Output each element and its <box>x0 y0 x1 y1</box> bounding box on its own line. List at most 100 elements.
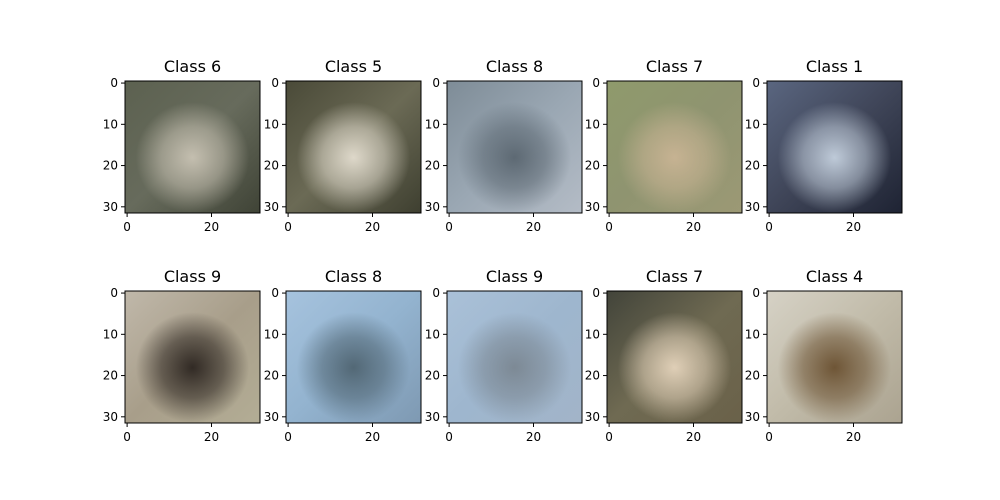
y-tick-label: 20 <box>425 159 440 173</box>
y-tick-label: 30 <box>264 410 279 424</box>
y-tick-label: 10 <box>425 327 440 341</box>
image-blob <box>607 291 742 423</box>
axes-frame <box>285 80 422 214</box>
y-tick-label: 10 <box>425 117 440 131</box>
y-tick-label: 0 <box>110 76 118 90</box>
x-tick-label: 20 <box>846 220 861 234</box>
y-tick-label: 30 <box>103 410 118 424</box>
x-tick-label: 20 <box>686 430 701 444</box>
axes-frame <box>285 290 422 424</box>
y-tick-label: 20 <box>585 159 600 173</box>
y-tick-label: 30 <box>264 200 279 214</box>
y-tick-label: 0 <box>432 76 440 90</box>
x-tick-label: 0 <box>605 430 613 444</box>
image-blob <box>125 291 260 423</box>
axes-frame <box>766 290 903 424</box>
subplot-title: Class 9 <box>486 267 543 286</box>
axes-frame <box>124 80 261 214</box>
subplot: Class 5 0 20 0 10 20 30 <box>264 57 422 234</box>
y-tick-label: 10 <box>585 327 600 341</box>
subplot: Class 7 0 20 0 10 20 30 <box>585 267 743 444</box>
subplot-title: Class 8 <box>486 57 543 76</box>
image-blob <box>767 291 902 423</box>
y-tick-label: 0 <box>271 76 279 90</box>
y-tick-label: 20 <box>264 369 279 383</box>
image-blob <box>286 81 421 213</box>
subplot-title: Class 1 <box>806 57 863 76</box>
subplot-title: Class 6 <box>164 57 221 76</box>
subplot-title: Class 4 <box>806 267 863 286</box>
y-tick-label: 0 <box>592 76 600 90</box>
x-tick-label: 0 <box>123 220 131 234</box>
y-tick-label: 30 <box>425 410 440 424</box>
x-tick-label: 0 <box>123 430 131 444</box>
x-tick-label: 0 <box>765 220 773 234</box>
y-tick-label: 20 <box>745 369 760 383</box>
subplot-title: Class 9 <box>164 267 221 286</box>
x-tick-label: 0 <box>284 430 292 444</box>
subplot-title: Class 8 <box>325 267 382 286</box>
y-tick-label: 10 <box>264 117 279 131</box>
y-tick-label: 20 <box>103 369 118 383</box>
y-tick-label: 0 <box>752 76 760 90</box>
y-tick-label: 20 <box>264 159 279 173</box>
x-tick-label: 20 <box>686 220 701 234</box>
axes-frame <box>124 290 261 424</box>
y-tick-label: 30 <box>745 200 760 214</box>
x-tick-label: 0 <box>765 430 773 444</box>
x-tick-label: 20 <box>365 220 380 234</box>
axes-frame <box>606 290 743 424</box>
y-tick-label: 20 <box>103 159 118 173</box>
y-tick-label: 20 <box>425 369 440 383</box>
subplot: Class 8 0 20 0 10 20 30 <box>264 267 422 444</box>
subplot-title: Class 7 <box>646 57 703 76</box>
y-tick-label: 20 <box>745 159 760 173</box>
subplot-title: Class 5 <box>325 57 382 76</box>
x-tick-label: 20 <box>846 430 861 444</box>
y-tick-label: 0 <box>592 286 600 300</box>
image-blob <box>767 81 902 213</box>
y-tick-label: 0 <box>271 286 279 300</box>
y-tick-label: 30 <box>585 200 600 214</box>
y-tick-label: 10 <box>585 117 600 131</box>
x-tick-label: 0 <box>605 220 613 234</box>
x-tick-label: 0 <box>284 220 292 234</box>
y-tick-label: 10 <box>745 327 760 341</box>
image-blob <box>125 81 260 213</box>
subplot-title: Class 7 <box>646 267 703 286</box>
x-tick-label: 20 <box>365 430 380 444</box>
subplot: Class 9 0 20 0 10 20 30 <box>103 267 261 444</box>
x-tick-label: 20 <box>526 430 541 444</box>
subplot: Class 1 0 20 0 10 20 30 <box>745 57 903 234</box>
y-tick-label: 10 <box>103 117 118 131</box>
y-tick-label: 20 <box>585 369 600 383</box>
axes-frame <box>606 80 743 214</box>
axes-frame <box>446 290 583 424</box>
image-blob <box>447 81 582 213</box>
subplot: Class 6 0 20 0 10 20 30 <box>103 57 261 234</box>
x-tick-label: 20 <box>204 430 219 444</box>
x-tick-label: 20 <box>526 220 541 234</box>
y-tick-label: 10 <box>103 327 118 341</box>
y-tick-label: 0 <box>752 286 760 300</box>
image-blob <box>607 81 742 213</box>
y-tick-label: 0 <box>110 286 118 300</box>
y-tick-label: 10 <box>264 327 279 341</box>
y-tick-label: 30 <box>103 200 118 214</box>
subplot: Class 7 0 20 0 10 20 30 <box>585 57 743 234</box>
axes-frame <box>766 80 903 214</box>
y-tick-label: 0 <box>432 286 440 300</box>
y-tick-label: 30 <box>745 410 760 424</box>
x-tick-label: 0 <box>445 220 453 234</box>
subplot: Class 9 0 20 0 10 20 30 <box>425 267 583 444</box>
x-tick-label: 20 <box>204 220 219 234</box>
image-blob <box>447 291 582 423</box>
y-tick-label: 10 <box>745 117 760 131</box>
x-tick-label: 0 <box>445 430 453 444</box>
y-tick-label: 30 <box>585 410 600 424</box>
axes-frame <box>446 80 583 214</box>
